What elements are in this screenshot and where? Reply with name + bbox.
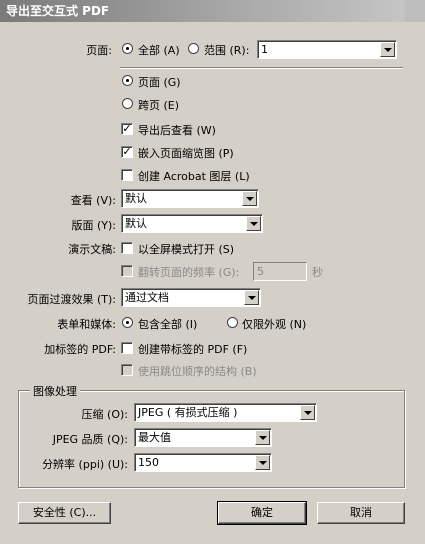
transitions-value: 通过文档 xyxy=(125,291,169,304)
layout-spread-radio[interactable] xyxy=(122,98,133,109)
page-range-combobox[interactable]: 1 xyxy=(257,40,397,59)
presentation-label: 演示文稿: xyxy=(68,243,116,256)
appearance-only-radio[interactable] xyxy=(227,317,238,328)
pages-range-label[interactable]: 范围 (R): xyxy=(204,44,250,57)
page-range-value: 1 xyxy=(261,43,268,56)
compression-select[interactable]: JPEG ( 有损式压缩 ) xyxy=(134,403,317,422)
forms-media-label: 表单和媒体: xyxy=(57,318,116,331)
acrobat-layers-checkbox[interactable] xyxy=(121,169,133,181)
separator xyxy=(120,67,403,69)
layout-select[interactable]: 默认 xyxy=(121,214,263,233)
appearance-only-label[interactable]: 仅限外观 (N) xyxy=(242,318,307,331)
include-all-radio[interactable] xyxy=(122,317,133,328)
view-after-export-checkbox[interactable]: ✓ xyxy=(121,122,133,135)
acrobat-layers-label[interactable]: 创建 Acrobat 图层 (L) xyxy=(138,170,250,183)
flip-seconds-value: 5 xyxy=(257,265,264,278)
view-label: 查看 (V): xyxy=(70,194,116,207)
chevron-down-icon[interactable] xyxy=(255,455,270,470)
embed-thumbnails-label[interactable]: 嵌入页面缩览图 (P) xyxy=(138,147,234,160)
tagged-pdf-option-label[interactable]: 创建带标签的 PDF (F) xyxy=(138,343,248,356)
include-all-label[interactable]: 包含全部 (I) xyxy=(138,318,198,331)
chevron-down-icon[interactable] xyxy=(300,405,315,420)
view-after-export-label[interactable]: 导出后查看 (W) xyxy=(138,124,216,137)
layout-page-label[interactable]: 页面 (G) xyxy=(138,76,181,89)
chevron-down-icon[interactable] xyxy=(242,191,257,206)
security-button[interactable]: 安全性 (C)... xyxy=(18,502,111,524)
fullscreen-label[interactable]: 以全屏模式打开 (S) xyxy=(138,243,235,256)
jpeg-quality-select[interactable]: 最大值 xyxy=(134,428,272,447)
resolution-combobox[interactable]: 150 xyxy=(134,453,272,472)
compression-label: 压缩 (O): xyxy=(81,408,128,421)
seconds-unit: 秒 xyxy=(312,266,323,279)
tagged-pdf-checkbox[interactable] xyxy=(121,342,133,354)
title-bar: 导出至交互式 PDF xyxy=(0,0,425,22)
layout-spread-label[interactable]: 跨页 (E) xyxy=(138,99,180,112)
flip-pages-checkbox xyxy=(121,265,133,277)
transitions-select[interactable]: 通过文档 xyxy=(121,288,261,307)
layout-value: 默认 xyxy=(125,217,147,230)
chevron-down-icon[interactable] xyxy=(380,42,395,57)
fullscreen-checkbox[interactable] xyxy=(121,242,133,254)
compression-value: JPEG ( 有损式压缩 ) xyxy=(138,406,238,419)
pages-label: 页面: xyxy=(86,44,112,57)
chevron-down-icon[interactable] xyxy=(255,430,270,445)
pages-all-label[interactable]: 全部 (A) xyxy=(138,44,180,57)
close-icon[interactable] xyxy=(405,0,425,22)
cancel-button[interactable]: 取消 xyxy=(317,502,405,524)
embed-thumbnails-checkbox[interactable]: ✓ xyxy=(121,145,133,158)
jpeg-quality-value: 最大值 xyxy=(138,431,171,444)
layout-page-radio[interactable] xyxy=(122,75,133,86)
ok-button[interactable]: 确定 xyxy=(217,501,307,525)
image-handling-group xyxy=(18,390,405,488)
tab-order-label: 使用跳位顺序的结构 (B) xyxy=(138,365,257,378)
view-select[interactable]: 默认 xyxy=(121,189,259,208)
tab-order-checkbox xyxy=(121,364,133,376)
chevron-down-icon[interactable] xyxy=(244,290,259,305)
pages-all-radio[interactable] xyxy=(122,43,133,54)
window-title: 导出至交互式 PDF xyxy=(6,4,110,18)
jpeg-quality-label: JPEG 品质 (Q): xyxy=(52,433,128,446)
image-handling-title: 图像处理 xyxy=(30,383,80,399)
view-value: 默认 xyxy=(125,192,147,205)
tagged-pdf-label: 加标签的 PDF: xyxy=(44,343,116,356)
flip-seconds-input: 5 xyxy=(253,262,307,281)
chevron-down-icon[interactable] xyxy=(246,216,261,231)
flip-pages-label: 翻转页面的频率 (G): xyxy=(138,266,240,279)
resolution-value: 150 xyxy=(138,456,159,469)
layout-label: 版面 (Y): xyxy=(71,219,116,232)
transitions-label: 页面过渡效果 (T): xyxy=(27,293,116,306)
pages-range-radio[interactable] xyxy=(188,43,199,54)
resolution-label: 分辨率 (ppi) (U): xyxy=(42,458,128,471)
